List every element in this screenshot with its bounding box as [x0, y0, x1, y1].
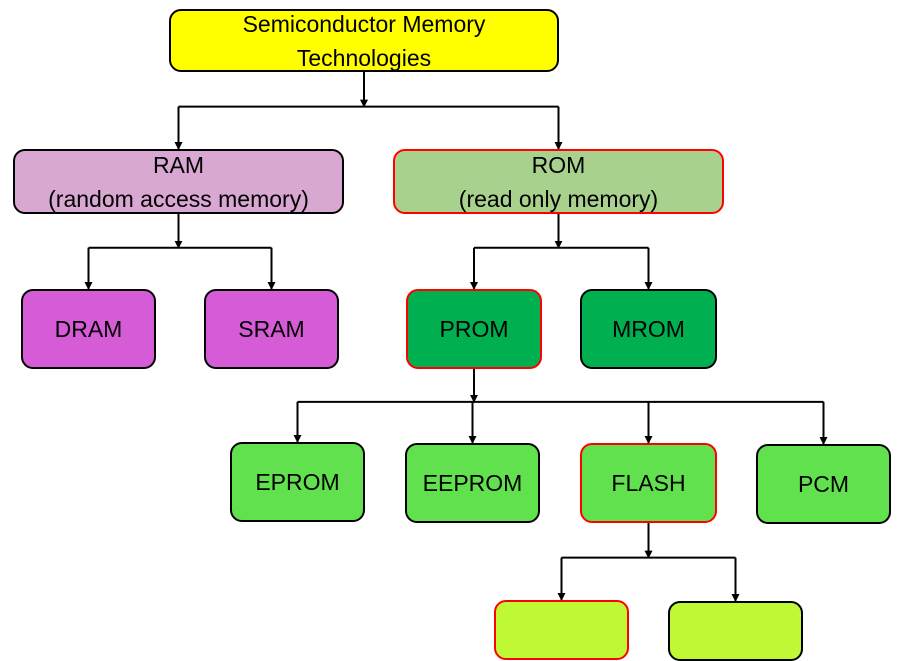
node-mrom: MROM	[580, 289, 717, 369]
node-label: Semiconductor Memory	[242, 10, 486, 37]
node-label: ROM	[531, 151, 586, 178]
node-label: EPROM	[255, 469, 340, 495]
node-label: MROM	[612, 316, 685, 342]
node-pcm: PCM	[756, 444, 891, 524]
node-label: RAM	[152, 151, 205, 178]
node-label: (random access memory)	[48, 185, 309, 212]
node-prom: PROM	[406, 289, 542, 369]
connector-layer	[84, 72, 828, 602]
node-label: SRAM	[238, 316, 305, 342]
node-dram: DRAM	[21, 289, 156, 369]
node-sram: SRAM	[204, 289, 339, 369]
node-ram: RAM (random access memory)	[13, 149, 344, 214]
node-flash: FLASH	[580, 443, 717, 523]
node-eeprom: EEPROM	[405, 443, 540, 523]
node-rom: ROM (read only memory)	[393, 149, 724, 214]
node-label: PROM	[439, 316, 509, 342]
node-flash-child-1	[494, 600, 629, 660]
node-label: EEPROM	[422, 470, 523, 496]
node-label: FLASH	[611, 470, 686, 496]
node-label: PCM	[797, 471, 850, 497]
node-eprom: EPROM	[230, 442, 365, 522]
node-label: (read only memory)	[458, 185, 659, 212]
node-label: Technologies	[296, 44, 432, 71]
node-flash-child-2	[668, 601, 803, 661]
node-semiconductor-memory-technologies: Semiconductor Memory Technologies	[169, 9, 559, 72]
node-label: DRAM	[54, 316, 123, 342]
